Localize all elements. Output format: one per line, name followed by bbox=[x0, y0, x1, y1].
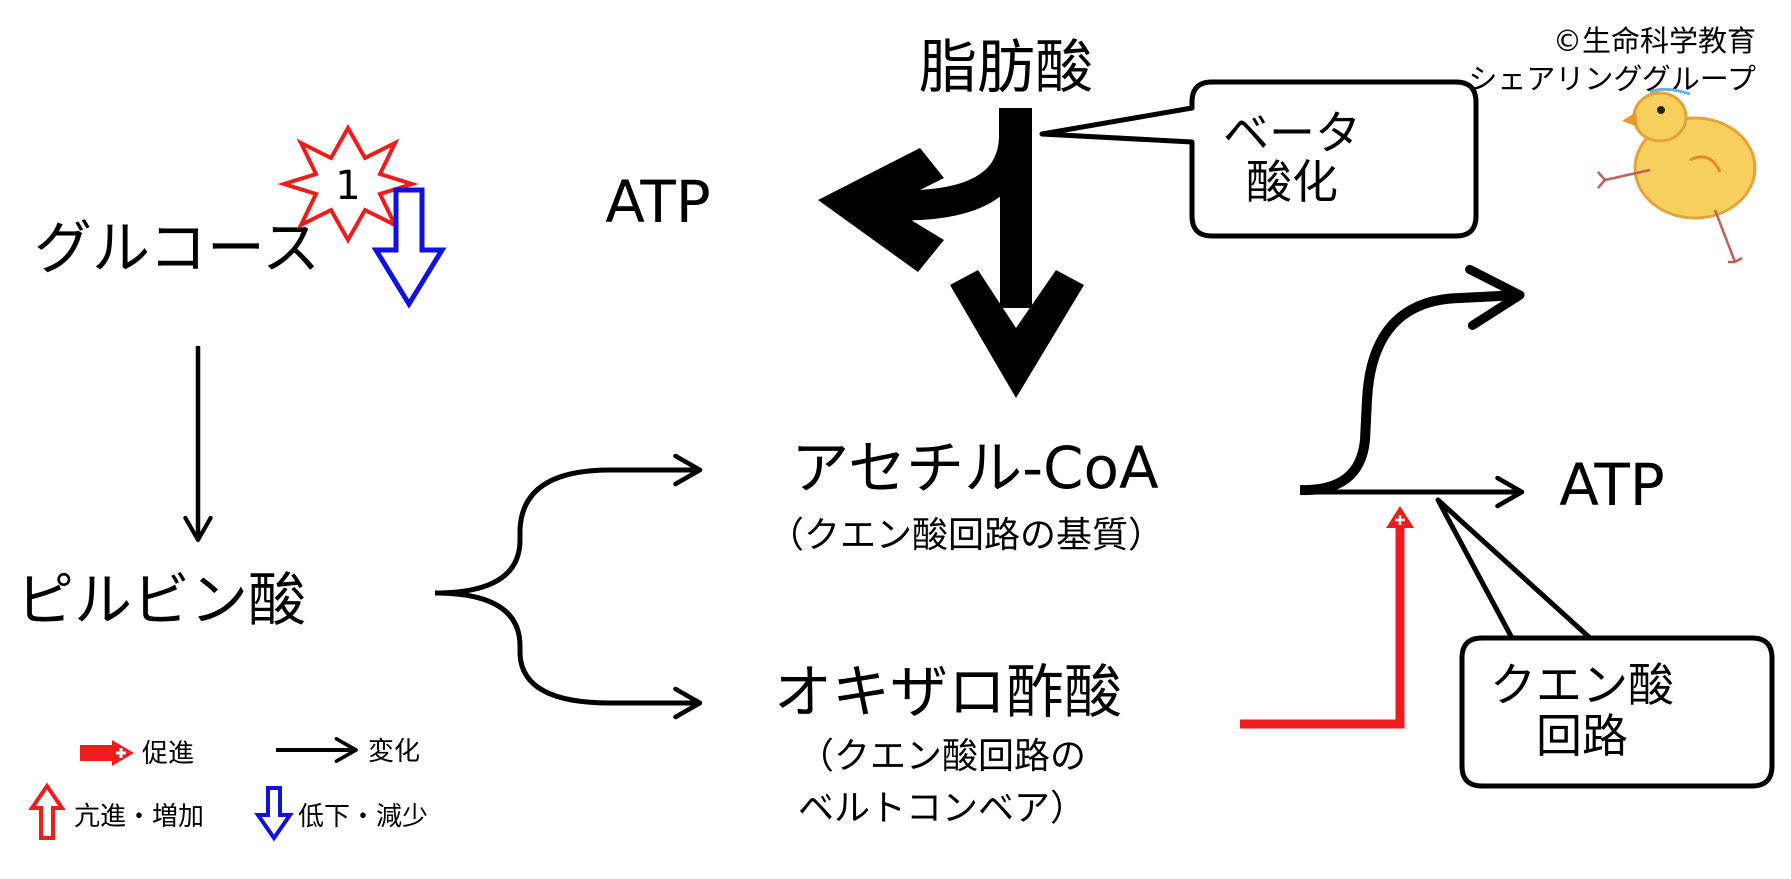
legend-decrease-icon bbox=[254, 786, 294, 842]
glucose-label: グルコース bbox=[34, 214, 320, 282]
oxaloacetate-note-line1: （クエン酸回路の bbox=[798, 736, 1086, 777]
fatty-acid-label: 脂肪酸 bbox=[919, 33, 1093, 101]
beta-oxidation-line2: 酸化 bbox=[1246, 155, 1338, 209]
copyright-line2: シェアリンググループ bbox=[1468, 62, 1756, 96]
legend-change-label: 変化 bbox=[368, 737, 420, 767]
beta-oxidation-callout bbox=[1039, 79, 1479, 239]
tca-cycle-line2: 回路 bbox=[1536, 709, 1628, 763]
legend-increase-label: 亢進・増加 bbox=[74, 802, 204, 832]
legend-increase-icon bbox=[28, 782, 66, 840]
tca-cycle-line1: クエン酸 bbox=[1490, 658, 1674, 712]
legend-promote-label: 促進 bbox=[142, 739, 194, 769]
badge-starburst bbox=[277, 123, 419, 245]
beta-oxidation-line1: ベータ bbox=[1223, 106, 1361, 160]
glucose-decrease-arrow-icon bbox=[371, 187, 447, 309]
pyruvate-branch-arrows bbox=[434, 453, 703, 720]
oxaloacetate-note-line2: ベルトコンベア） bbox=[798, 788, 1086, 829]
fatty-acid-split-arrows bbox=[818, 108, 1084, 398]
legend: 促進 変化 亢進・増加 低下・減少 bbox=[28, 736, 428, 842]
legend-decrease-label: 低下・減少 bbox=[298, 802, 428, 832]
atp-right-label: ATP bbox=[1559, 451, 1665, 519]
acetyl-coa-note: （クエン酸回路の基質） bbox=[768, 515, 1164, 556]
copyright-line1: ©生命科学教育 bbox=[1553, 24, 1756, 58]
tca-output-arrows bbox=[1299, 264, 1525, 509]
acetyl-coa-label: アセチル-CoA bbox=[791, 434, 1159, 502]
pyruvate-label: ピルビン酸 bbox=[16, 566, 306, 634]
tca-cycle-callout bbox=[1435, 497, 1775, 789]
oxaloacetate-promote-arrow bbox=[1240, 506, 1414, 729]
atp-top-label: ATP bbox=[605, 168, 711, 236]
legend-promote-icon bbox=[80, 740, 134, 766]
badge-number: 1 bbox=[335, 163, 360, 209]
chick-mascot bbox=[1597, 87, 1757, 264]
oxaloacetate-label: オキザロ酢酸 bbox=[774, 658, 1122, 726]
